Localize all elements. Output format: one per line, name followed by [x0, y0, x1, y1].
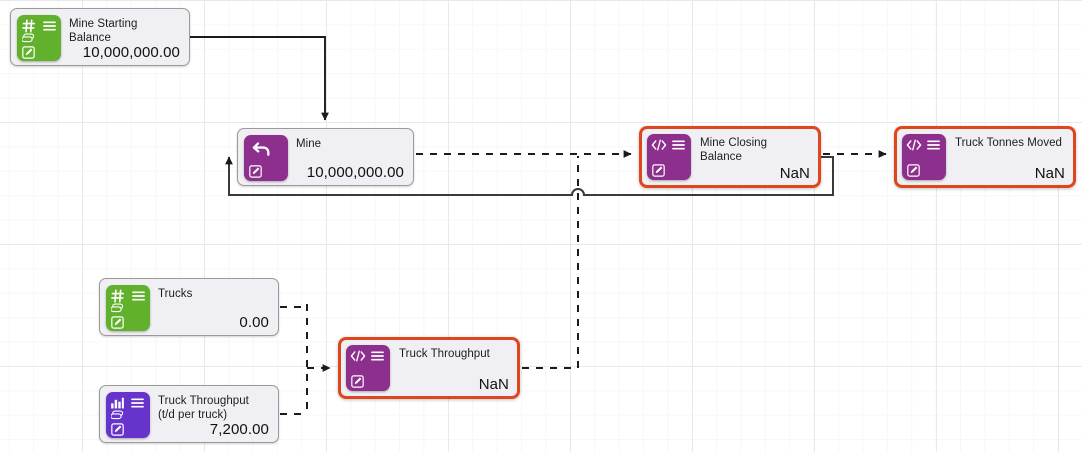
node-value: NaN: [1034, 165, 1065, 182]
hamburger-menu-icon[interactable]: [927, 139, 940, 151]
cloud-comment-icon[interactable]: [111, 303, 125, 315]
undo-arrow-icon: [252, 140, 272, 158]
node-title: Truck Throughput: [399, 348, 490, 360]
edit-pencil-icon[interactable]: [351, 375, 364, 388]
node-title: Truck Tonnes Moved: [955, 137, 1063, 149]
code-brackets-icon: [350, 349, 366, 363]
node-title: Mine Starting Balance: [69, 18, 138, 44]
node-badge[interactable]: [106, 392, 150, 438]
cloud-comment-icon[interactable]: [111, 410, 125, 422]
node-truck-throughput[interactable]: Truck Throughput NaN: [338, 337, 520, 399]
hash-icon: [22, 19, 36, 33]
node-badge[interactable]: [346, 345, 390, 391]
node-badge[interactable]: [902, 134, 946, 180]
hash-icon: [111, 289, 125, 303]
edit-pencil-icon[interactable]: [111, 316, 124, 329]
edit-pencil-icon[interactable]: [907, 164, 920, 177]
edit-pencil-icon[interactable]: [111, 423, 124, 436]
node-truck-tonnes-moved[interactable]: Truck Tonnes Moved NaN: [894, 126, 1076, 188]
edge-truck-throughput-to-mine-link: [522, 156, 579, 369]
edit-pencil-icon[interactable]: [249, 165, 262, 178]
hamburger-menu-icon[interactable]: [371, 350, 384, 362]
edit-pencil-icon[interactable]: [22, 46, 35, 59]
node-value: 10,000,000.00: [306, 164, 404, 181]
hamburger-menu-icon[interactable]: [43, 20, 56, 32]
node-badge[interactable]: [244, 135, 288, 181]
node-mine-starting-balance[interactable]: Mine Starting Balance 10,000,000.00: [10, 8, 190, 66]
bar-chart-icon: [110, 396, 125, 410]
node-mine[interactable]: Mine 10,000,000.00: [237, 128, 414, 186]
cloud-comment-icon[interactable]: [22, 33, 36, 45]
node-title: Truck Throughput (t/d per truck): [158, 395, 249, 421]
node-title: Mine: [296, 138, 322, 150]
node-value: NaN: [478, 376, 509, 393]
hamburger-menu-icon[interactable]: [131, 397, 144, 409]
node-title: Trucks: [158, 288, 193, 300]
node-title: Mine Closing Balance: [700, 137, 768, 163]
node-trucks[interactable]: Trucks 0.00: [99, 278, 279, 336]
node-badge[interactable]: [106, 285, 150, 331]
code-brackets-icon: [906, 138, 922, 152]
node-truck-throughput-per-truck[interactable]: Truck Throughput (t/d per truck) 7,200.0…: [99, 385, 279, 443]
node-badge[interactable]: [17, 15, 61, 61]
node-value: 10,000,000.00: [82, 44, 180, 61]
node-value: 0.00: [239, 314, 269, 331]
node-badge[interactable]: [647, 134, 691, 180]
hamburger-menu-icon[interactable]: [132, 290, 145, 302]
code-brackets-icon: [651, 138, 667, 152]
node-mine-closing-balance[interactable]: Mine Closing Balance NaN: [639, 126, 821, 188]
edge-starting-balance-to-mine: [190, 36, 329, 121]
node-value: 7,200.00: [209, 421, 269, 438]
edit-pencil-icon[interactable]: [652, 164, 665, 177]
hamburger-menu-icon[interactable]: [672, 139, 685, 151]
node-value: NaN: [779, 165, 810, 182]
